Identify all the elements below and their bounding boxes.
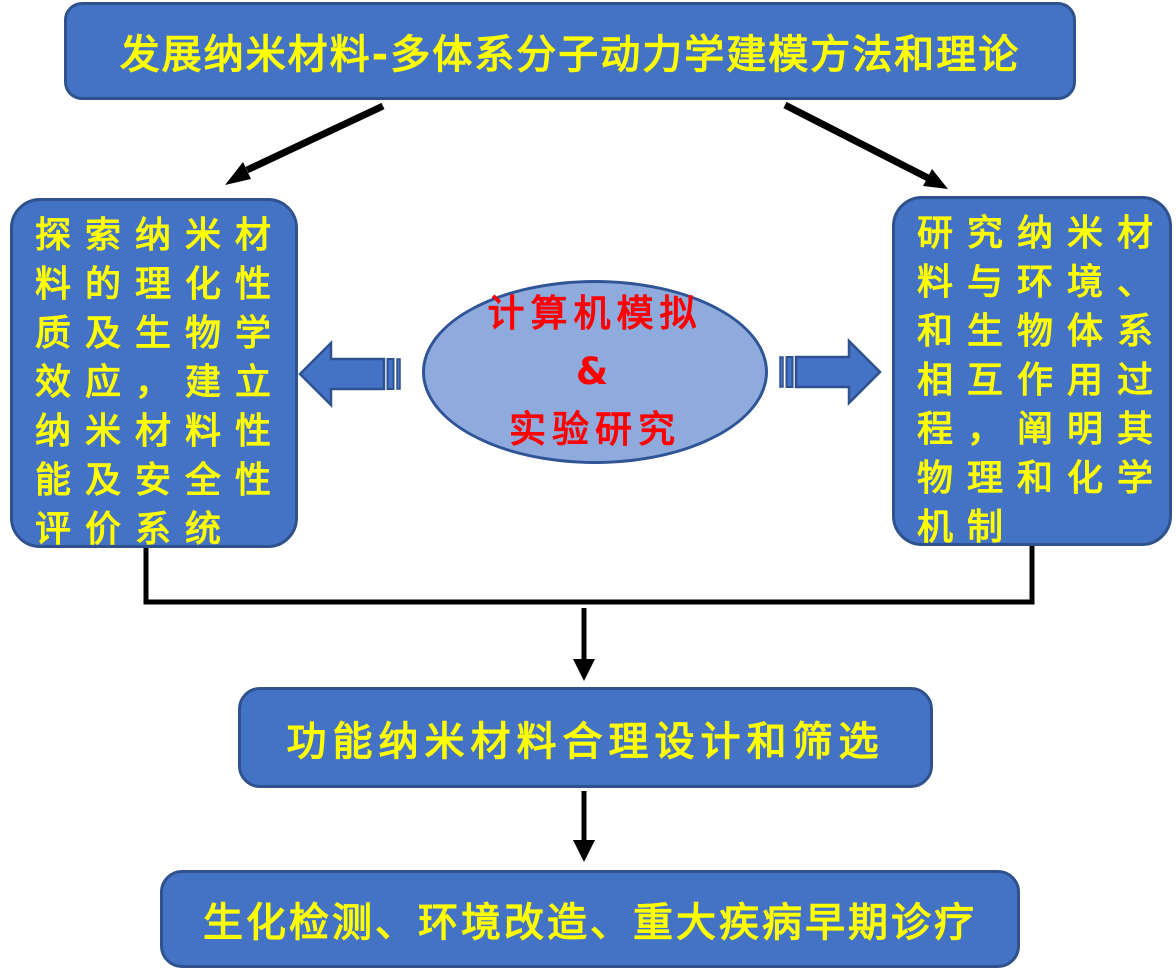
arrow-to-bottom-box-icon [573, 791, 595, 862]
middle-box: 功能纳米材料合理设计和筛选 [238, 687, 933, 788]
top-box: 发展纳米材料-多体系分子动力学建模方法和理论 [64, 2, 1076, 100]
striped-arrow-left-icon [298, 339, 401, 409]
arrow-top-to-right-icon [783, 101, 948, 189]
ellipse-line-2: & [575, 350, 615, 393]
connector-bracket [143, 546, 1035, 605]
striped-arrow-right-icon [779, 337, 882, 407]
bottom-box-label: 生化检测、环境改造、重大疾病早期诊疗 [203, 900, 977, 946]
left-box: 探索纳米材 料的理化性 质及生物学 效应，建立 纳米材料性 能及安全性 评价系统 [10, 198, 298, 550]
top-box-label: 发展纳米材料-多体系分子动力学建模方法和理论 [119, 32, 1021, 78]
ellipse-line-1: 计算机模拟 [487, 292, 703, 335]
middle-box-label: 功能纳米材料合理设计和筛选 [286, 718, 885, 765]
bottom-box: 生化检测、环境改造、重大疾病早期诊疗 [160, 870, 1020, 968]
right-box: 研究纳米材 料与环境、 和生物体系 相互作用过 程，阐明其 物理和化学 机制 [892, 196, 1172, 548]
ellipse-line-3: 实验研究 [509, 408, 681, 451]
center-ellipse: 计算机模拟 & 实验研究 [422, 280, 768, 464]
arrow-to-middle-box-icon [573, 608, 595, 681]
arrow-top-to-left-icon [225, 102, 385, 185]
